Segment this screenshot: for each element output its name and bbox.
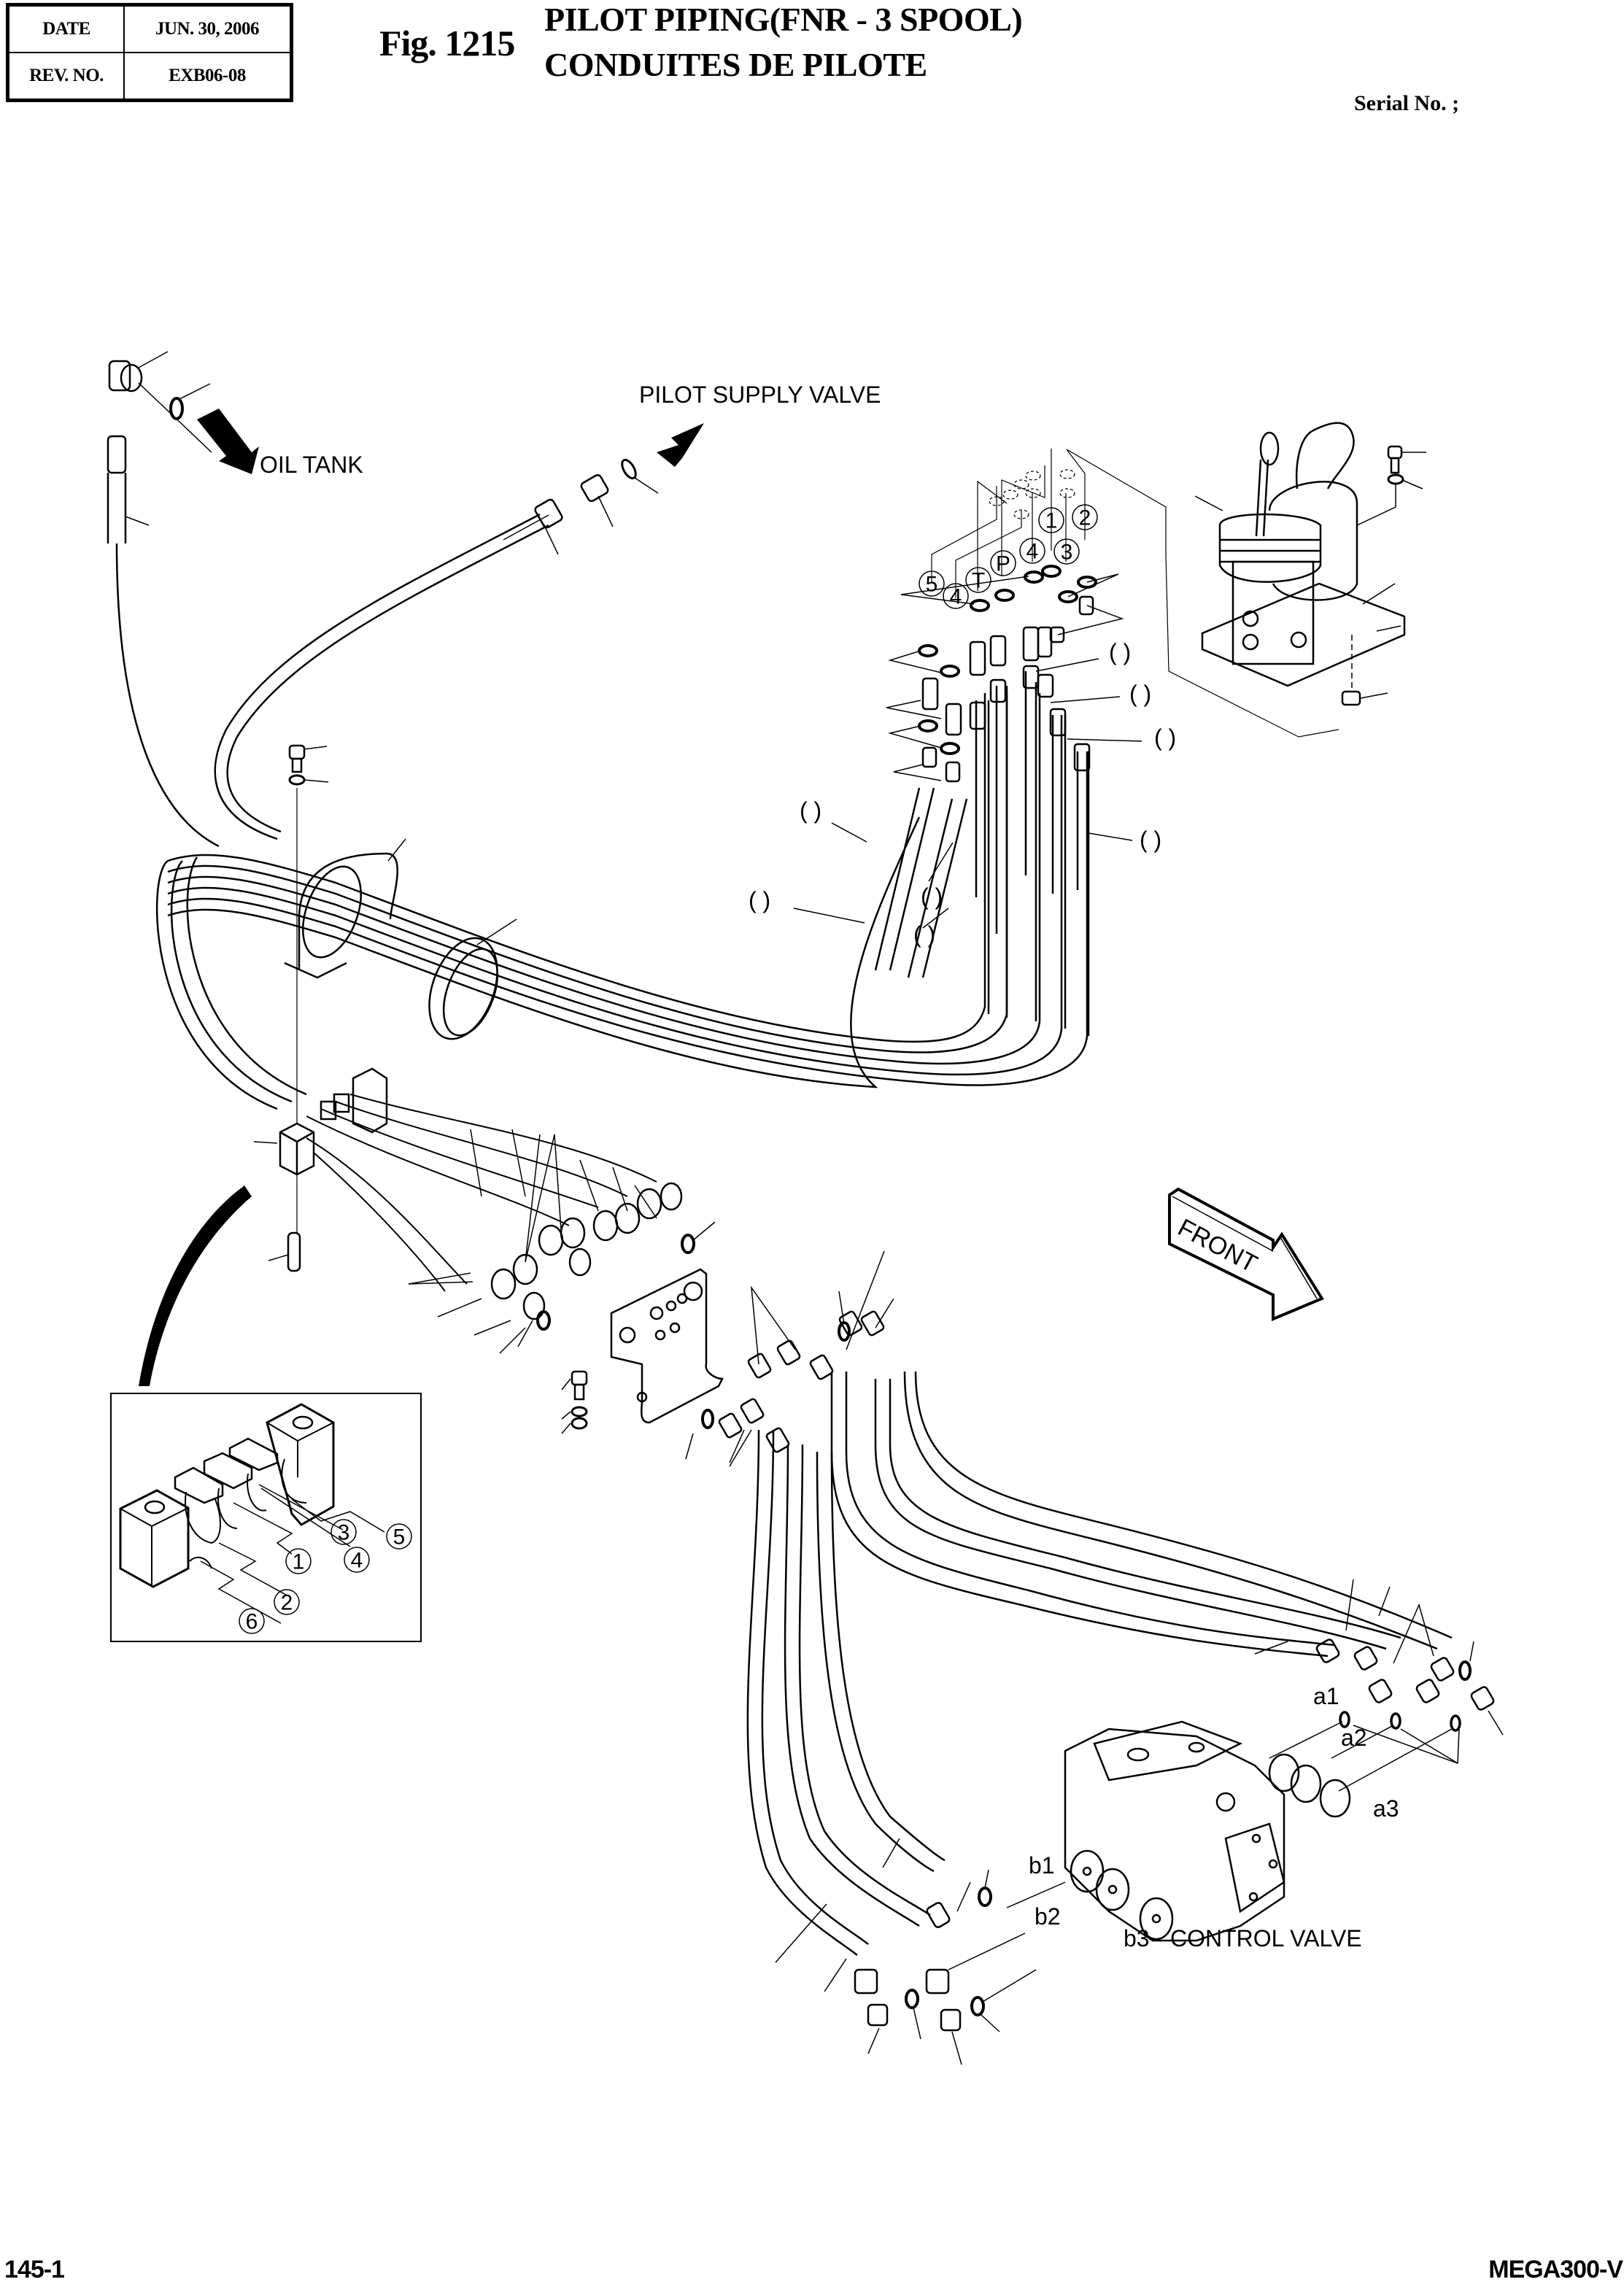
inset-callout-3: 3: [330, 1519, 357, 1545]
svg-text:3: 3: [1061, 541, 1073, 565]
svg-text:T: T: [972, 569, 985, 593]
inset-callout-1: 1: [285, 1548, 312, 1574]
port-label-a3: a3: [1373, 1795, 1399, 1822]
svg-text:5: 5: [393, 1525, 406, 1550]
blank-reference-leaders: [793, 658, 1142, 929]
detail-callout-arrow: [139, 1185, 252, 1386]
inset-callout-4: 4: [344, 1547, 370, 1573]
figure-title-english: PILOT PIPING(FNR - 3 SPOOL): [544, 1, 1023, 38]
svg-text:5: 5: [926, 573, 938, 597]
svg-text:2: 2: [1079, 506, 1091, 530]
inset-leaders: [200, 1484, 385, 1624]
port-callout-3: 3: [1053, 538, 1080, 565]
revision-table: DATE JUN. 30, 2006 REV. NO. EXB06-08: [6, 3, 293, 102]
mid-hoses: [306, 1094, 657, 1292]
control-valve-body: [1064, 1720, 1285, 1942]
clamp-bolt: [288, 744, 328, 773]
bracket-bolt: [561, 1370, 588, 1434]
a-port-fittings: [1315, 1639, 1495, 1732]
lower-hoses-a: [830, 1371, 1453, 1657]
control-valve-port-labels: a1 a2 a3 b1 b2 b3: [1029, 1683, 1399, 1951]
clamp-washer: [288, 774, 306, 786]
joystick-pilot-valve: [1194, 422, 1406, 687]
hose-bundle: [155, 693, 1089, 1110]
port-callout-1: 1: [1038, 507, 1064, 533]
port-label-b1: b1: [1029, 1852, 1055, 1879]
oil-tank-label: OIL TANK: [260, 452, 363, 478]
lower-elbow-fittings: [854, 1887, 992, 2032]
model-name: MEGA300-V: [1488, 2256, 1623, 2283]
figure-number: Fig. 1215: [379, 23, 515, 63]
joystick-mount-nut: [1341, 635, 1388, 706]
supply-adapter-fitting: [534, 473, 609, 529]
page-number: 145-1: [4, 2256, 65, 2283]
date-value: JUN. 30, 2006: [123, 4, 293, 53]
svg-text:P: P: [996, 552, 1010, 576]
hose-grommet: [428, 918, 517, 1040]
port-label-b2: b2: [1035, 1903, 1061, 1930]
blank-reference: ( ): [913, 921, 935, 948]
port-label-a1: a1: [1313, 1683, 1339, 1709]
svg-text:2: 2: [281, 1591, 293, 1615]
hose-bracket: [610, 1268, 724, 1424]
front-direction-arrow: FRONT: [1168, 1187, 1324, 1322]
svg-text:1: 1: [293, 1550, 305, 1574]
port-callout-5: 4: [943, 583, 969, 609]
port-callout-6: 5: [919, 570, 945, 597]
bracket-right-fittings: [701, 1310, 885, 1453]
pilot-supply-arrow-icon: [657, 423, 704, 467]
clamp-pin: [268, 1231, 301, 1272]
blank-reference: ( ): [1140, 827, 1161, 853]
port-callout-P: P: [990, 550, 1016, 576]
joystick-mount-bolt: [1356, 445, 1426, 526]
rev-label: REV. NO.: [7, 52, 125, 101]
serial-number-label: Serial No. ;: [1354, 91, 1460, 115]
svg-text:4: 4: [1026, 540, 1039, 564]
svg-text:1: 1: [1045, 509, 1058, 533]
tank-elbow-fitting: [108, 351, 169, 392]
svg-text:4: 4: [950, 585, 962, 609]
inset-callout-2: 2: [274, 1589, 300, 1615]
svg-text:4: 4: [351, 1549, 363, 1573]
port-callout-4: 4: [1019, 538, 1045, 564]
figure-title-french: CONDUITES DE PILOTE: [544, 46, 927, 83]
inset-callout-5: 5: [386, 1523, 412, 1550]
blank-reference: ( ): [1129, 681, 1151, 707]
blank-references: ( ) ( ) ( ) ( ) ( ) ( ) ( ) ( ): [749, 639, 1176, 948]
rev-value: EXB06-08: [123, 52, 293, 101]
inset-callouts: 1 2 3 4 5 6: [239, 1519, 412, 1634]
port-label-a2: a2: [1341, 1725, 1367, 1751]
lower-hoses-b: [746, 1429, 946, 1956]
blank-reference: ( ): [1109, 639, 1131, 665]
control-valve-spool-caps: [1070, 1753, 1351, 1941]
blank-reference: ( ): [800, 797, 821, 824]
hose-clamp-block: [253, 1067, 388, 1176]
saddle-clamp: [284, 838, 406, 979]
svg-text:6: 6: [246, 1610, 258, 1634]
date-label: DATE: [7, 4, 125, 53]
blank-reference: ( ): [1154, 724, 1176, 751]
svg-text:3: 3: [338, 1521, 350, 1545]
mid-leaders: [408, 1129, 716, 1354]
lower-leaders: [775, 1838, 1066, 2065]
port-callouts: 5 4 T P 4 1 3 2: [919, 504, 1098, 609]
oil-tank-arrow-icon: [197, 409, 259, 474]
port-label-b3: b3: [1124, 1925, 1150, 1951]
blank-reference: ( ): [921, 883, 943, 910]
tank-hose: [107, 435, 220, 848]
o-ring-leaders: [886, 573, 1124, 781]
upper-pilot-hoses: [874, 671, 1090, 1036]
control-valve-label: CONTROL VALVE: [1170, 1925, 1362, 1951]
a-port-leaders: [1254, 1579, 1504, 1792]
pilot-supply-valve-label: PILOT SUPPLY VALVE: [639, 382, 881, 408]
inset-callout-6: 6: [239, 1608, 265, 1634]
blank-reference: ( ): [749, 887, 770, 913]
port-callout-T: T: [965, 567, 991, 593]
dashed-port-holes: [989, 469, 1075, 519]
detail-inset: [110, 1393, 422, 1642]
port-callout-2: 2: [1072, 504, 1098, 530]
bracket-right-leaders: [685, 1250, 894, 1467]
joystick-port-fittings: [921, 595, 1094, 783]
